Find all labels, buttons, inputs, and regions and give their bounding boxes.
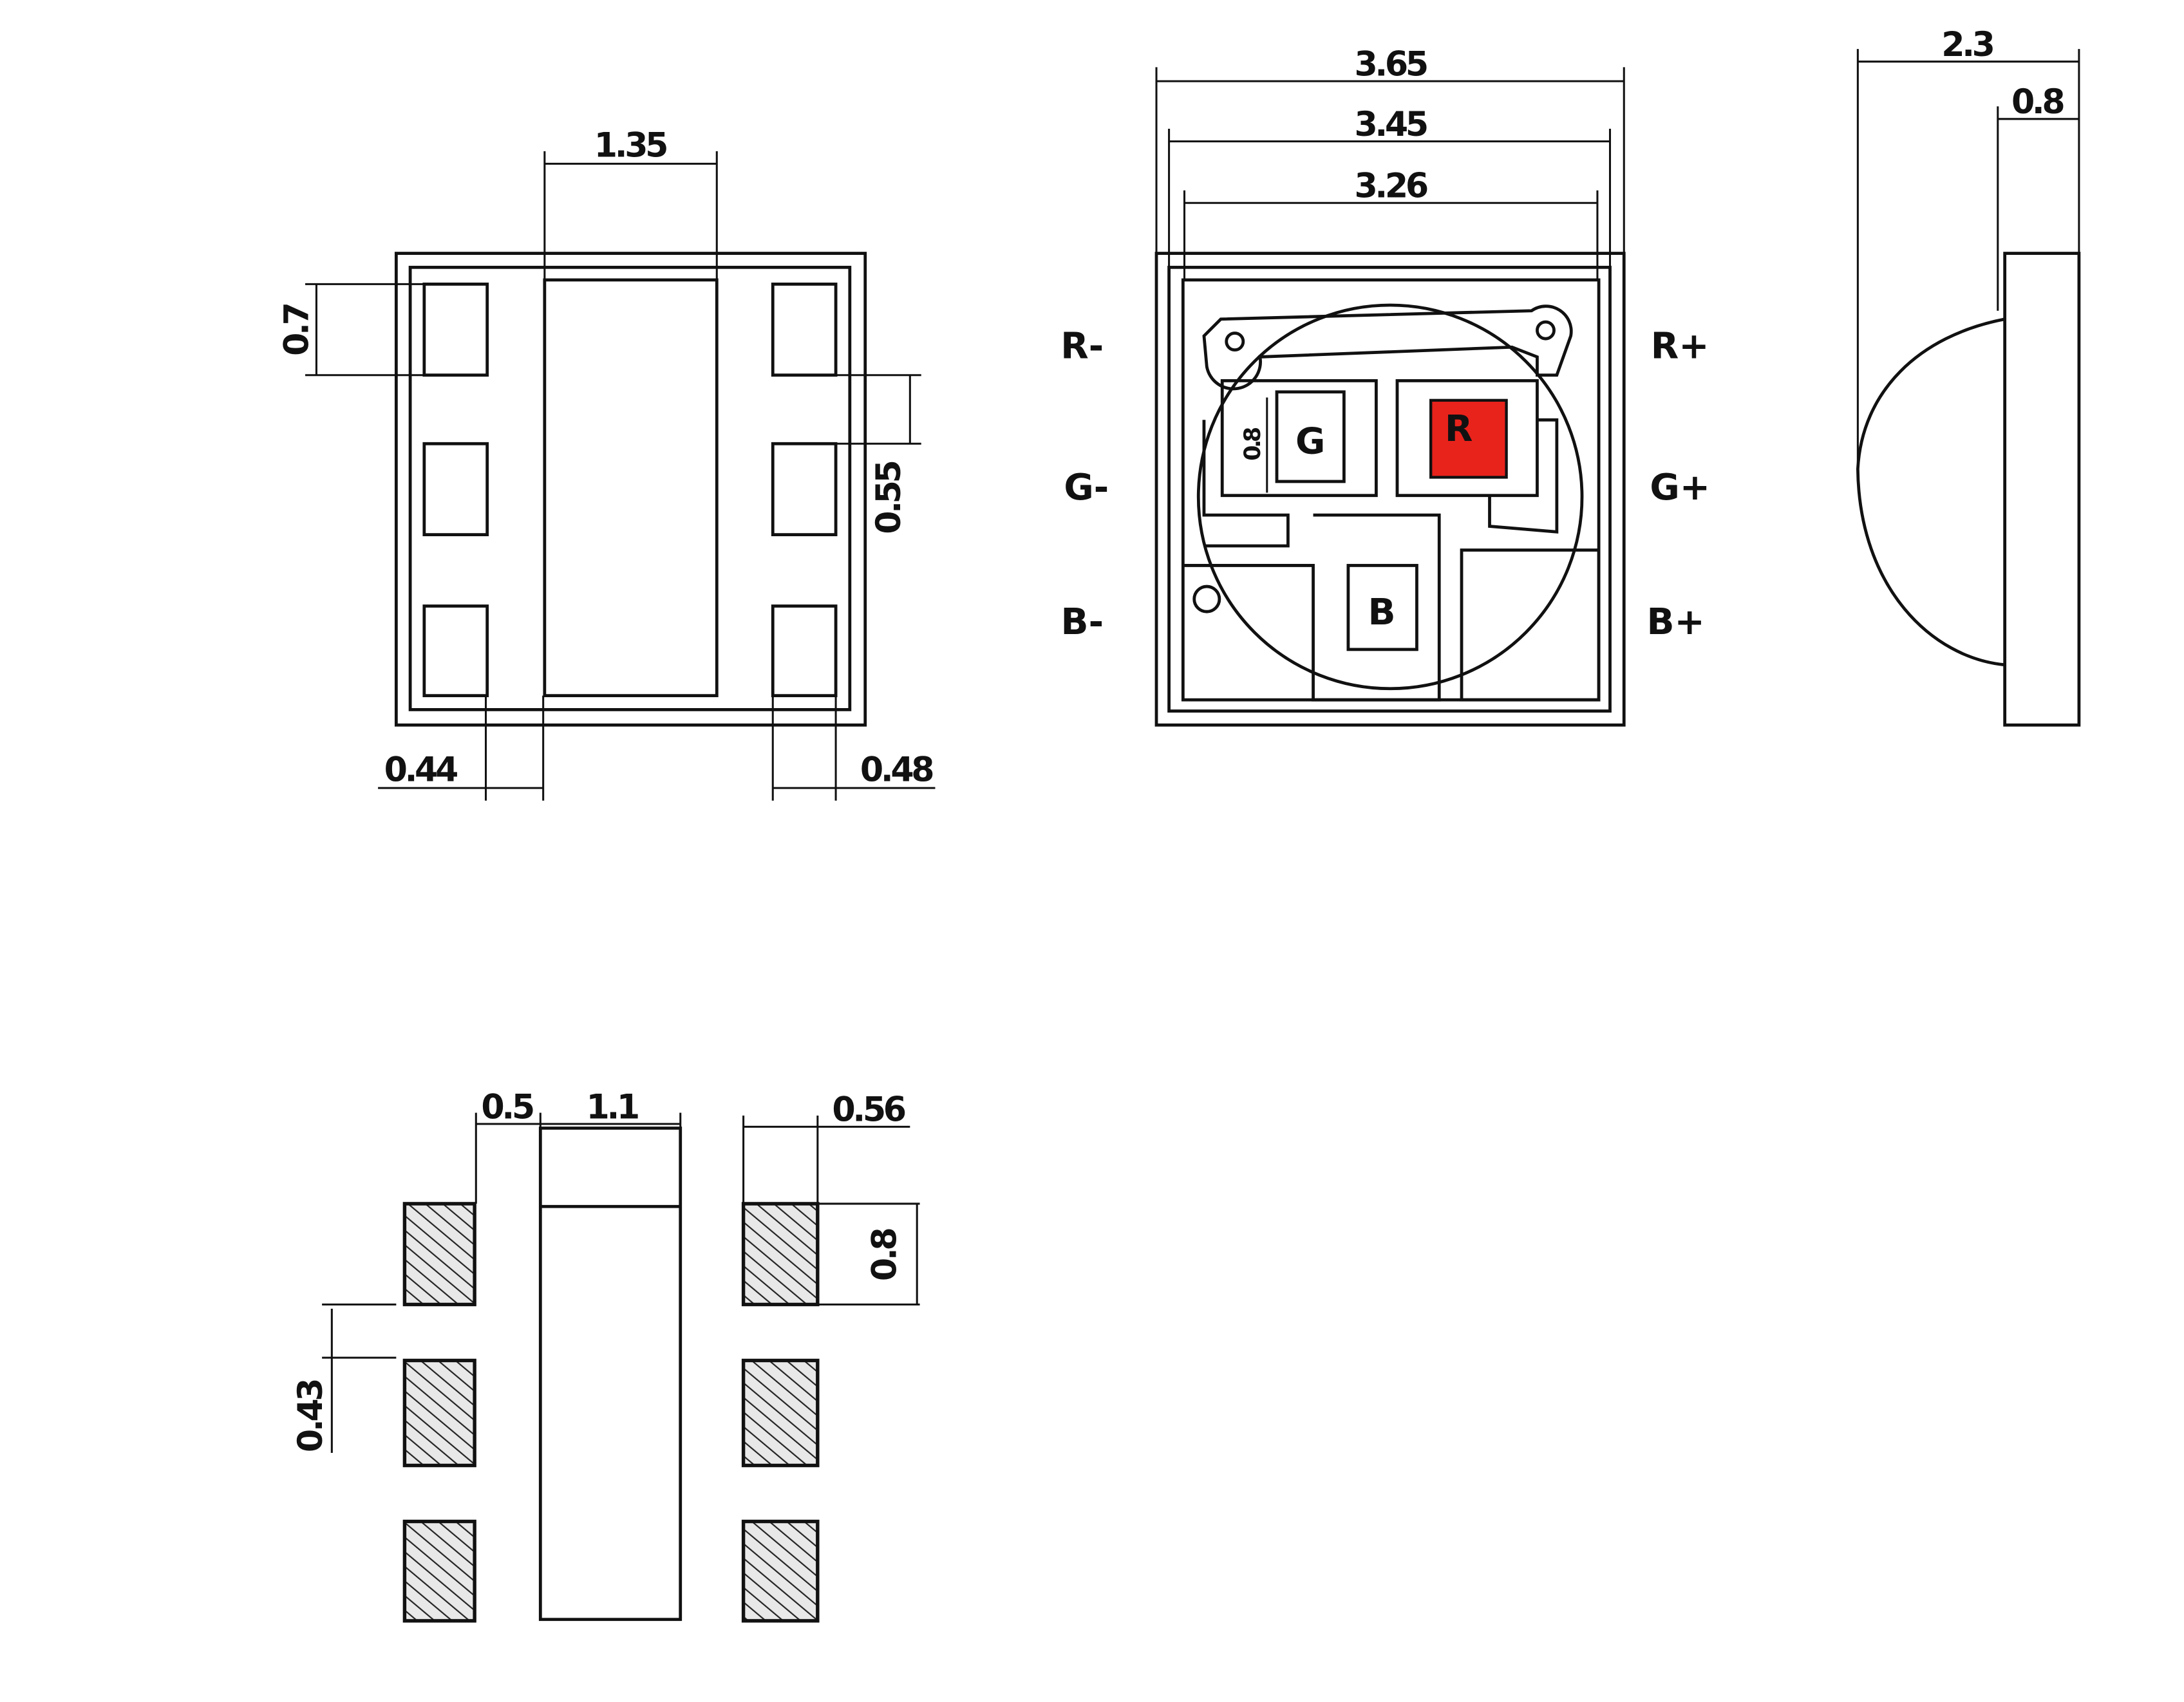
red-chip-label: R: [1445, 408, 1473, 450]
dim-outer-width: 3.65: [1354, 45, 1426, 84]
pin-g-minus: G-: [1064, 467, 1109, 509]
blue-chip: [1346, 564, 1418, 651]
dim-pad-height: 0.7: [278, 304, 316, 355]
footprint-view: 0.5 1.1 0.56 0.8 0.43: [292, 1088, 920, 1623]
dim-inner-width: 3.26: [1354, 167, 1427, 206]
green-chip-label: G: [1295, 420, 1325, 462]
pin-b-plus: B+: [1646, 601, 1704, 643]
dim-side-height: 2.3: [1941, 26, 1993, 64]
center-body: [543, 278, 719, 698]
dim-mid-width: 3.45: [1354, 106, 1426, 144]
top-view: 1.35 0.7 0.55 0.44 0.48: [278, 127, 936, 801]
dim-left-margin: 0.44: [384, 751, 457, 789]
pin-g-plus: G+: [1650, 467, 1710, 509]
dim-center-width: 1.1: [587, 1088, 638, 1127]
dim-right-pad-width: 0.56: [832, 1091, 905, 1130]
pin-b-minus: B-: [1061, 601, 1104, 643]
solder-pads: [402, 1202, 820, 1623]
front-view: 3.65 3.45 3.26 G 0.8 R B R- G- B- R+: [1060, 45, 1710, 727]
lens-outline: [1196, 303, 1584, 691]
dim-right-margin: 0.48: [860, 751, 933, 789]
dim-side-base: 0.8: [2011, 83, 2064, 122]
pin-r-plus: R+: [1651, 326, 1709, 368]
dim-pad-gap: 0.43: [292, 1380, 330, 1452]
pin-r-minus: R-: [1060, 326, 1104, 368]
dim-center-width: 1.35: [594, 127, 666, 165]
red-chip: [1429, 398, 1508, 479]
pads: [422, 282, 838, 698]
dim-inner-pad: 0.8: [1240, 427, 1266, 461]
blue-chip-label: B: [1368, 592, 1396, 633]
dim-pad-width: 0.5: [481, 1088, 532, 1127]
dim-pad-height: 0.8: [866, 1229, 905, 1281]
dim-pad-gap: 0.55: [870, 462, 908, 534]
green-chip: [1275, 390, 1346, 483]
side-view: 2.3 0.8: [1856, 26, 2081, 727]
